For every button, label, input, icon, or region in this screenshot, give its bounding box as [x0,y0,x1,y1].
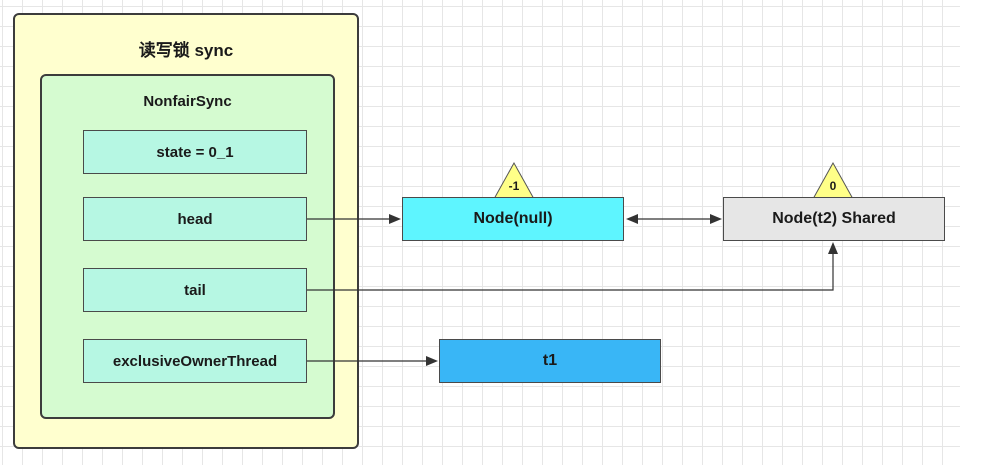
tail-arrow-line [307,252,834,291]
t1-box: t1 [439,339,661,383]
node-t2-box: Node(t2) Shared [723,197,945,241]
tail-field: tail [83,268,307,312]
sync-title: 读写锁 sync [138,41,234,60]
state-field: state = 0_1 [83,130,307,174]
link-arrow-head-right [710,214,722,224]
nonfairsync-title: NonfairSync [143,93,232,110]
t2-node-status-label: 0 [829,179,837,193]
head-arrow-head [389,214,401,224]
node-null-box: Node(null) [402,197,624,241]
exclusive-owner-thread-field: exclusiveOwnerThread [83,339,307,383]
link-arrow-head-left [626,214,638,224]
head-field: head [83,197,307,241]
owner-arrow-head [426,356,438,366]
tail-arrow-head [828,242,838,254]
null-node-status-label: -1 [508,179,520,193]
